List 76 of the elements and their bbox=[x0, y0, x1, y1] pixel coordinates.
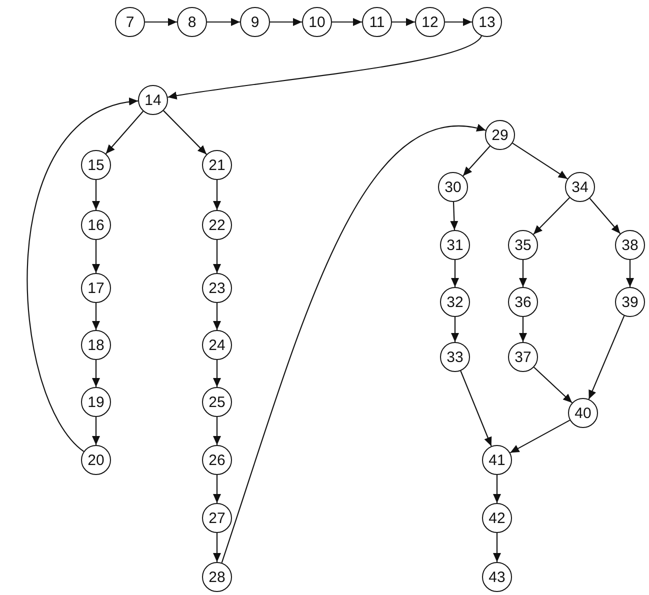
arrow bbox=[332, 18, 362, 26]
arrow bbox=[213, 360, 221, 387]
node-circle: 9 bbox=[240, 7, 270, 37]
node-circle: 13 bbox=[472, 7, 502, 37]
node-circle: 20 bbox=[81, 445, 111, 475]
node-circle: 32 bbox=[440, 287, 470, 317]
arrow bbox=[92, 180, 100, 210]
node-circle: 14 bbox=[138, 85, 168, 115]
node-circle: 35 bbox=[508, 230, 538, 260]
arrow bbox=[451, 317, 459, 342]
arrow bbox=[105, 110, 144, 154]
arrow bbox=[213, 180, 221, 210]
arrow bbox=[510, 420, 570, 454]
node-circle: 7 bbox=[115, 7, 145, 37]
arrow bbox=[213, 417, 221, 445]
arrow bbox=[213, 533, 221, 562]
arrow bbox=[450, 202, 458, 230]
node-circle: 36 bbox=[508, 287, 538, 317]
arrow bbox=[451, 260, 459, 287]
arrow bbox=[92, 303, 100, 330]
node-circle: 17 bbox=[81, 273, 111, 303]
arrow bbox=[213, 475, 221, 503]
node-circle: 24 bbox=[202, 330, 232, 360]
node-circle: 25 bbox=[202, 387, 232, 417]
arrow bbox=[145, 18, 177, 26]
arrow bbox=[588, 316, 625, 400]
node-circle: 30 bbox=[438, 172, 468, 202]
node-circle: 22 bbox=[202, 210, 232, 240]
node-circle: 10 bbox=[302, 7, 332, 37]
node-circle: 18 bbox=[81, 330, 111, 360]
node-circle: 23 bbox=[202, 273, 232, 303]
node-circle: 16 bbox=[81, 210, 111, 240]
node-circle: 11 bbox=[362, 7, 392, 37]
node-circle: 28 bbox=[202, 562, 232, 592]
node-circle: 12 bbox=[415, 7, 445, 37]
arrow bbox=[534, 366, 572, 404]
node-circle: 37 bbox=[508, 342, 538, 372]
arrow bbox=[392, 18, 415, 26]
node-circle: 38 bbox=[615, 230, 645, 260]
node-circle: 15 bbox=[81, 150, 111, 180]
arrow bbox=[626, 260, 634, 287]
arrow bbox=[519, 317, 527, 342]
arrow bbox=[460, 370, 492, 446]
arrow bbox=[533, 197, 570, 235]
node-circle: 8 bbox=[177, 7, 207, 37]
node-circle: 41 bbox=[482, 445, 512, 475]
arrow bbox=[213, 240, 221, 273]
arrow bbox=[163, 110, 207, 155]
node-circle: 39 bbox=[615, 287, 645, 317]
arrow bbox=[92, 360, 100, 387]
node-circle: 31 bbox=[440, 230, 470, 260]
node-circle: 29 bbox=[485, 120, 515, 150]
arrow bbox=[519, 260, 527, 287]
node-circle: 42 bbox=[482, 503, 512, 533]
arrow bbox=[168, 36, 482, 100]
node-circle: 21 bbox=[202, 150, 232, 180]
arrow bbox=[27, 99, 138, 452]
arrow bbox=[589, 198, 621, 234]
arrow bbox=[462, 146, 490, 176]
arrow bbox=[445, 18, 472, 26]
arrow bbox=[493, 475, 501, 503]
arrow bbox=[221, 125, 486, 563]
node-circle: 19 bbox=[81, 387, 111, 417]
node-circle: 33 bbox=[440, 342, 470, 372]
node-circle: 26 bbox=[202, 445, 232, 475]
node-circle: 34 bbox=[565, 172, 595, 202]
arrow bbox=[92, 240, 100, 273]
arrow bbox=[207, 18, 240, 26]
arrow bbox=[512, 142, 568, 180]
node-circle: 43 bbox=[482, 562, 512, 592]
arrow bbox=[213, 303, 221, 330]
node-circle: 27 bbox=[202, 503, 232, 533]
arrow bbox=[270, 18, 302, 26]
arrow bbox=[493, 533, 501, 562]
arrow bbox=[92, 417, 100, 445]
node-circle: 40 bbox=[568, 398, 598, 428]
